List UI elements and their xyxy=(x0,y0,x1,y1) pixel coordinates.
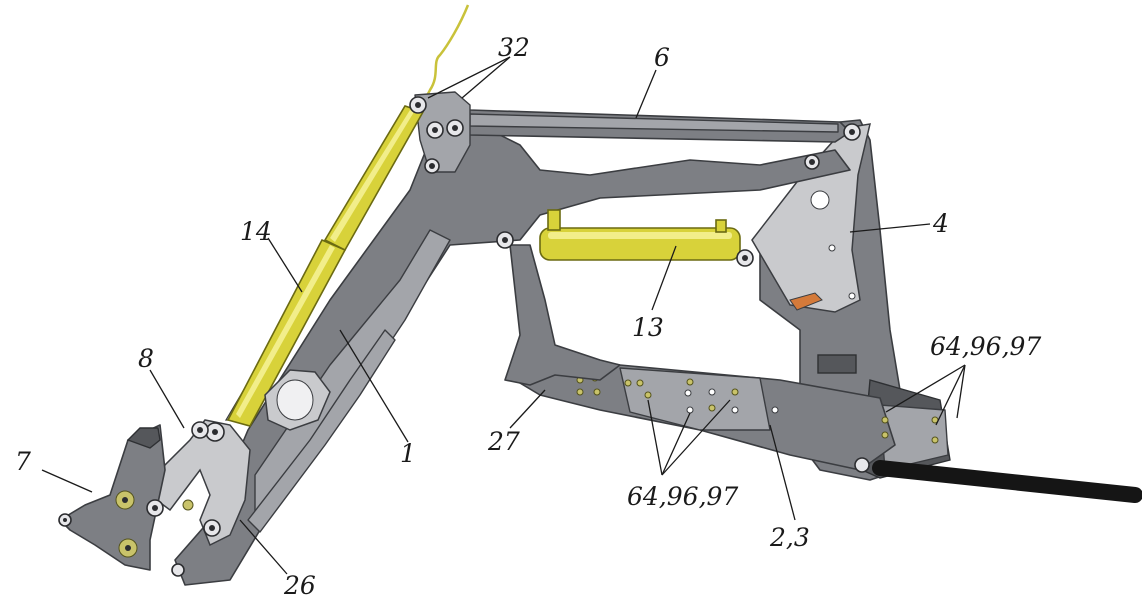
callout-64-96-97-center: 64,96,97 xyxy=(627,482,738,511)
callout-1: 1 xyxy=(400,439,416,468)
mounting-holes xyxy=(576,374,939,444)
leader-lines xyxy=(41,56,966,575)
lift-cylinder xyxy=(224,105,425,427)
boom-hydraulic-lines xyxy=(247,329,396,533)
callout-13: 13 xyxy=(632,313,664,342)
callout-2-3: 2,3 xyxy=(769,523,810,552)
crossbeam-tube xyxy=(872,460,1142,503)
curved-arm xyxy=(504,244,621,386)
callout-26: 26 xyxy=(283,571,316,600)
callout-14: 14 xyxy=(240,217,272,246)
callout-6: 6 xyxy=(654,43,670,72)
callout-32: 32 xyxy=(498,33,530,62)
callout-4: 4 xyxy=(932,209,949,238)
callout-27: 27 xyxy=(487,427,520,456)
callout-8: 8 xyxy=(138,344,154,373)
lock-lever xyxy=(789,292,823,311)
pivot-pins xyxy=(58,96,861,577)
tilt-cylinder xyxy=(539,209,741,261)
callout-64-96-97-right: 64,96,97 xyxy=(930,332,1041,361)
callout-7: 7 xyxy=(15,447,31,476)
